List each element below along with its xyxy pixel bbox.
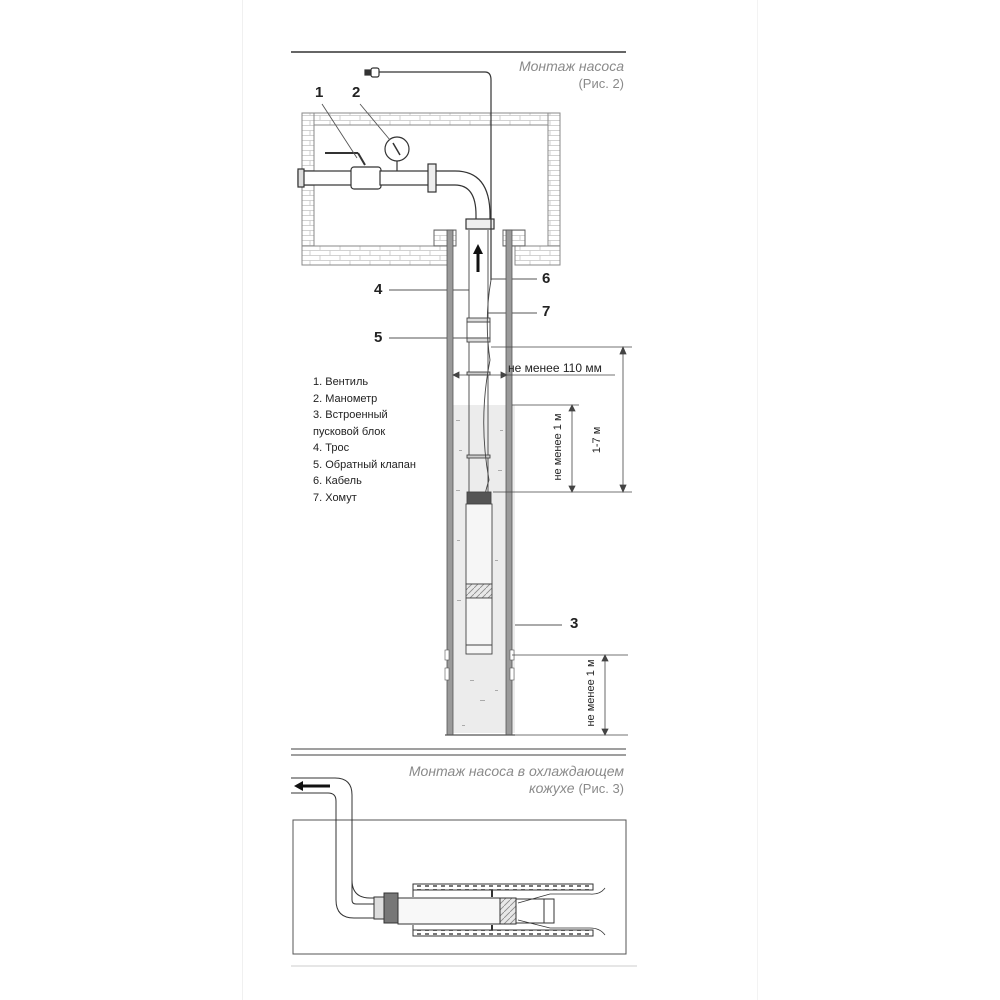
legend-item: 1. Вентиль: [313, 376, 369, 388]
outlet-pipe: [297, 136, 495, 230]
power-cable: [364, 67, 492, 280]
figure2-title: Монтаж насоса (Рис. 2): [519, 58, 624, 92]
figure3-ref: (Рис. 3): [578, 781, 624, 796]
legend-item: пусковой блок: [313, 425, 386, 438]
callout-6: 6: [542, 270, 551, 287]
page-border-right: [757, 0, 758, 1000]
legend-item: 5. Обратный клапан: [313, 458, 416, 471]
figure3-title-line2: кожухе: [529, 780, 575, 796]
dim-diameter-label: не менее 110 мм: [508, 361, 602, 375]
callout-4: 4: [374, 281, 383, 298]
callout-1: 1: [315, 84, 324, 101]
well-casing: [444, 229, 515, 736]
legend-item: 3. Встроенный: [313, 409, 388, 421]
legend-item: 2. Манометр: [313, 392, 378, 405]
legend-item: 4. Трос: [313, 442, 350, 454]
figure2-title-text: Монтаж насоса: [518, 58, 624, 74]
figure3-title-line1: Монтаж насоса в охлаждающем: [408, 763, 624, 779]
callout-3: 3: [570, 615, 579, 632]
dim-submersion-label: не менее 1 м: [552, 413, 564, 481]
callout-5: 5: [374, 329, 383, 346]
cooling-shroud-diagram: [291, 777, 627, 955]
figure3-title: Монтаж насоса в охлаждающем кожухе (Рис.…: [409, 763, 624, 797]
flow-arrow-up: [473, 244, 483, 272]
figure2-ref: (Рис. 2): [578, 76, 624, 91]
callout-2: 2: [352, 84, 361, 101]
callout-7: 7: [542, 303, 551, 320]
page-border-left: [242, 0, 243, 1000]
legend-item: 7. Хомут: [313, 491, 357, 504]
pump-body: [465, 491, 493, 655]
riser-pipe: [466, 230, 492, 501]
parts-legend: 1. Вентиль 2. Манометр 3. Встроенный пус…: [313, 374, 416, 506]
callout-leaders: [321, 103, 562, 626]
dimension-lines: [452, 345, 632, 736]
dim-bottom-clearance-label: не менее 1 м: [585, 659, 597, 727]
dim-range-label: 1-7 м: [591, 426, 603, 454]
legend-item: 6. Кабель: [313, 475, 362, 487]
